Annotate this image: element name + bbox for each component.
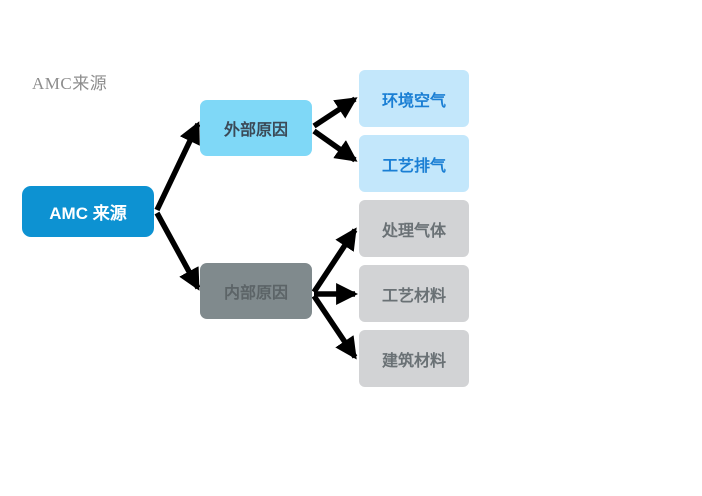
connector-internal-to-process-gas xyxy=(311,227,358,294)
connector-external-to-ambient-air xyxy=(312,96,358,129)
connector-root-to-internal xyxy=(154,211,201,291)
node-root-amc-source[interactable]: AMC 来源 xyxy=(22,186,154,237)
node-leaf-process-gas-label: 处理气体 xyxy=(381,222,446,240)
connector-root-to-external xyxy=(154,121,201,212)
node-leaf-process-material-label: 工艺材料 xyxy=(381,287,446,305)
connector-external-to-process-exhaust xyxy=(312,128,358,163)
node-leaf-ambient-air-label: 环境空气 xyxy=(381,92,446,110)
node-leaf-ambient-air[interactable]: 环境空气 xyxy=(359,70,469,127)
node-leaf-process-exhaust[interactable]: 工艺排气 xyxy=(359,135,469,192)
node-branch-external-label: 外部原因 xyxy=(223,122,288,139)
node-leaf-process-exhaust-label: 工艺排气 xyxy=(381,157,446,175)
node-branch-internal-cause[interactable]: 内部原因 xyxy=(200,263,312,319)
node-leaf-building-material[interactable]: 建筑材料 xyxy=(359,330,469,387)
node-branch-external-cause[interactable]: 外部原因 xyxy=(200,100,312,156)
connector-internal-to-building-material xyxy=(311,294,358,360)
diagram-title: AMC来源 xyxy=(32,74,108,93)
node-leaf-process-material[interactable]: 工艺材料 xyxy=(359,265,469,322)
node-branch-internal-label: 内部原因 xyxy=(223,285,288,302)
node-leaf-process-gas[interactable]: 处理气体 xyxy=(359,200,469,257)
node-root-label: AMC 来源 xyxy=(49,204,127,223)
node-leaf-building-material-label: 建筑材料 xyxy=(381,352,446,370)
